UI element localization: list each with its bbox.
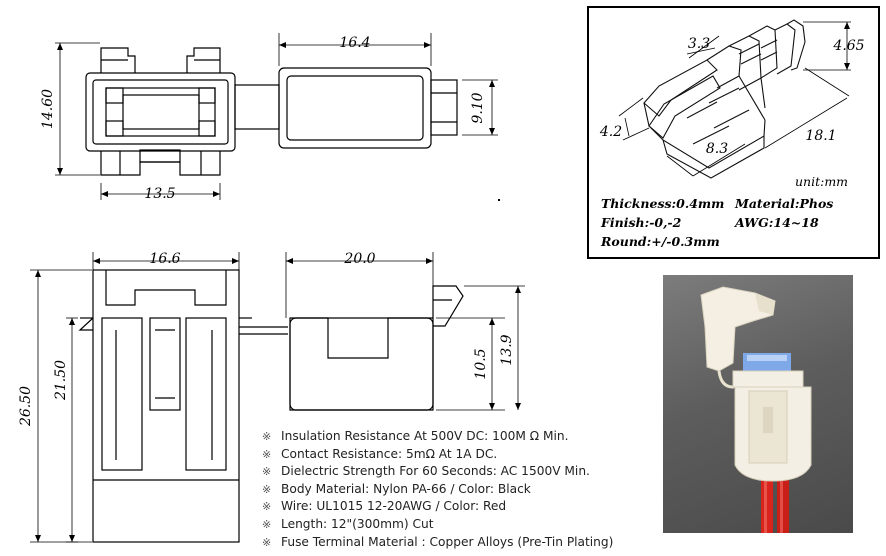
spec-marker-icon: ※ bbox=[262, 482, 272, 496]
term-unit: unit:mm bbox=[795, 174, 849, 189]
side-view-drawing: 16.6 20.0 26.50 21.50 10.5 13.9 bbox=[18, 251, 525, 543]
term-awg: AWG:14~18 bbox=[735, 215, 819, 230]
terminal-spec-box: 3.3 4.65 4.2 18.1 8.3 unit:mm Thickness:… bbox=[587, 6, 880, 259]
dim-side-right-width: 20.0 bbox=[343, 251, 375, 267]
term-dim-d: 18.1 bbox=[805, 128, 836, 144]
dim-side-inner-height: 21.50 bbox=[53, 360, 69, 401]
spec-item: ※Insulation Resistance At 500V DC: 100M … bbox=[262, 428, 613, 446]
spec-item: ※Contact Resistance: 5mΩ At 1A DC. bbox=[262, 446, 613, 464]
term-finish: Finish:-0,-2 bbox=[601, 215, 682, 230]
spec-item: ※Length: 12"(300mm) Cut bbox=[262, 516, 613, 534]
top-view-drawing: 14.60 13.5 16.4 9.10 bbox=[40, 33, 500, 202]
dim-side-overall-height: 26.50 bbox=[18, 386, 34, 427]
term-dim-a: 3.3 bbox=[688, 36, 710, 52]
terminal-drawing: 3.3 4.65 4.2 18.1 8.3 bbox=[599, 19, 865, 179]
term-dim-e: 8.3 bbox=[706, 141, 728, 157]
spec-item: ※Fuse Terminal Material : Copper Alloys … bbox=[262, 534, 613, 552]
spec-marker-icon: ※ bbox=[262, 447, 272, 461]
spec-marker-icon: ※ bbox=[262, 430, 272, 443]
spec-item: ※Dielectric Strength For 60 Seconds: AC … bbox=[262, 463, 613, 481]
dim-side-left-width: 16.6 bbox=[149, 251, 180, 267]
product-photo bbox=[663, 275, 853, 533]
spec-list: ※Insulation Resistance At 500V DC: 100M … bbox=[262, 428, 613, 551]
dim-top-width: 16.4 bbox=[339, 35, 370, 51]
spec-item: ※Wire: UL1015 12-20AWG / Color: Red bbox=[262, 498, 613, 516]
term-dim-b: 4.65 bbox=[832, 38, 864, 54]
spec-marker-icon: ※ bbox=[262, 465, 272, 479]
term-dim-c: 4.2 bbox=[599, 124, 622, 140]
dim-side-right-low: 10.5 bbox=[473, 348, 489, 379]
spec-marker-icon: ※ bbox=[262, 535, 272, 549]
dim-side-right-high: 13.9 bbox=[499, 334, 515, 365]
spec-marker-icon: ※ bbox=[262, 517, 272, 531]
term-material: Material:Phos bbox=[735, 196, 834, 211]
term-round: Round:+/-0.3mm bbox=[601, 234, 720, 249]
spec-marker-icon: ※ bbox=[262, 500, 272, 514]
term-thickness: Thickness:0.4mm bbox=[601, 196, 725, 211]
dim-top-bottom-width: 13.5 bbox=[144, 186, 175, 202]
dim-top-right-height: 9.10 bbox=[470, 92, 486, 123]
spec-item: ※Body Material: Nylon PA-66 / Color: Bla… bbox=[262, 481, 613, 499]
dim-top-height: 14.60 bbox=[40, 89, 56, 129]
fuse-holder-illustration bbox=[700, 286, 812, 533]
